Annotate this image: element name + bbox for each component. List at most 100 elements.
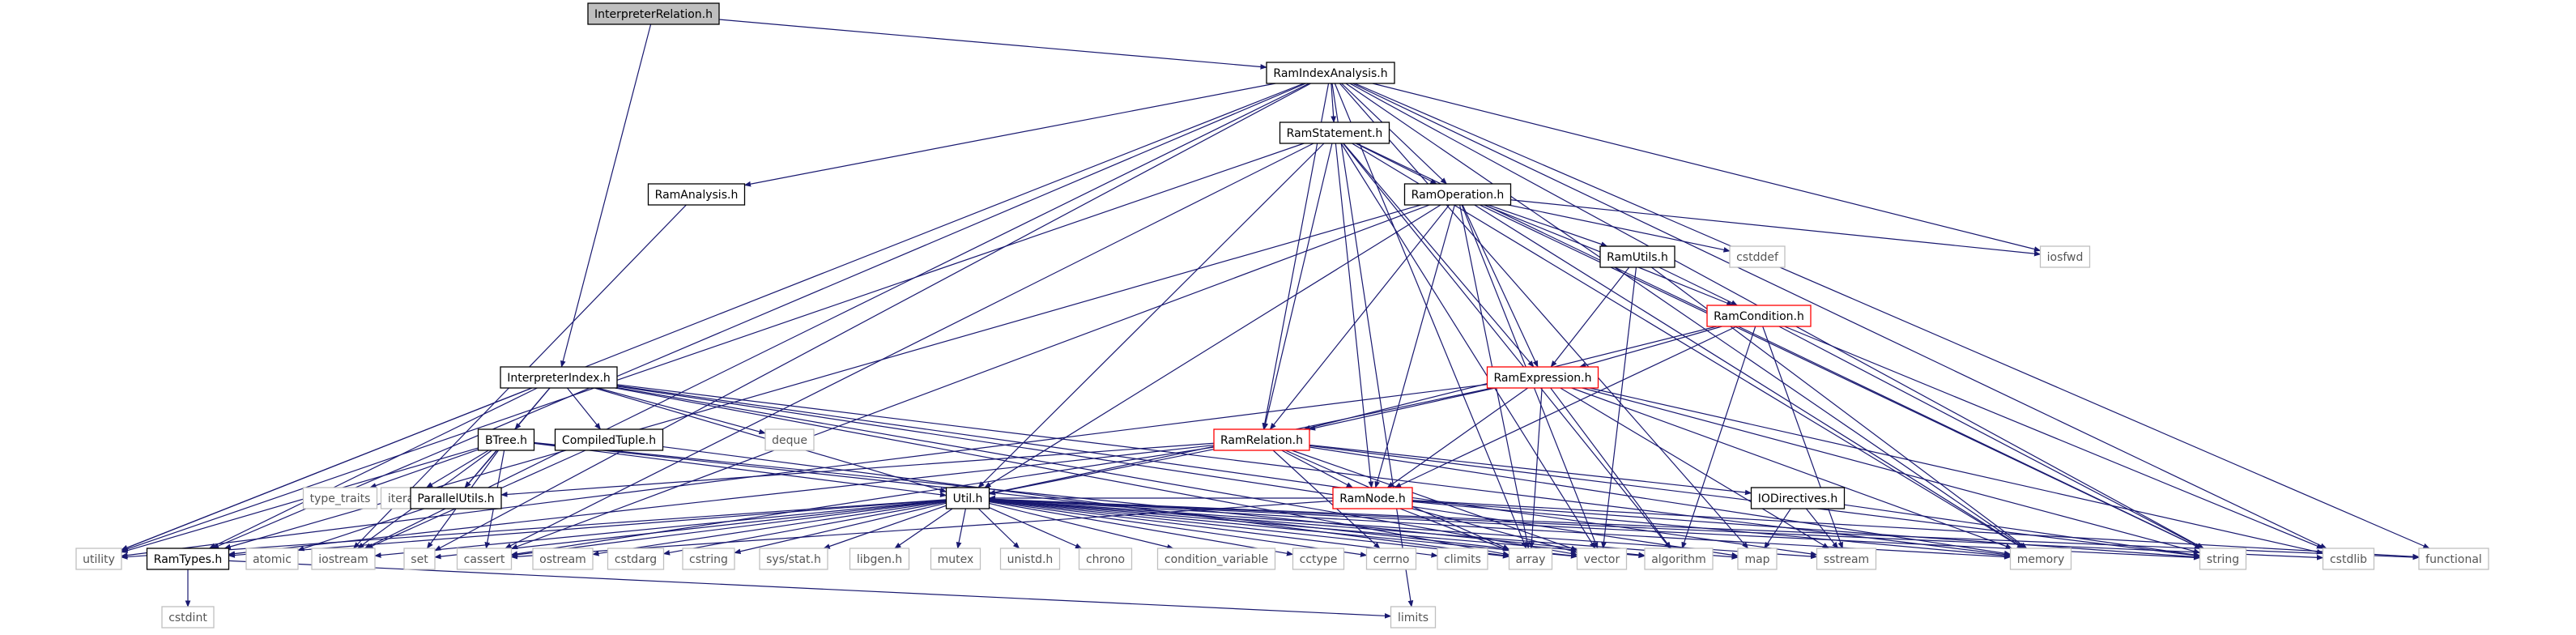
node-map: map (1737, 548, 1778, 570)
node-parallelutils-h[interactable]: ParallelUtils.h (410, 487, 502, 509)
edge-util-h-to-string (989, 498, 2201, 560)
edge-interpreterrelation-h-to-ramindexanalysis-h (718, 19, 1267, 70)
node-box (477, 428, 535, 451)
node-ramnode-h[interactable]: RamNode.h (1332, 487, 1413, 509)
node-ramutils-h[interactable]: RamUtils.h (1599, 245, 1675, 268)
node-box (587, 2, 720, 25)
node-btree-h[interactable]: BTree.h (477, 428, 535, 451)
node-label: InterpreterIndex.h (507, 372, 611, 385)
edge-ramstatement-h-to-algorithm (1343, 143, 1671, 549)
node-ostream: ostream (532, 548, 594, 570)
edge-ramindexanalysis-h-to-cstdlib (1352, 83, 2327, 549)
node-util-h[interactable]: Util.h (945, 487, 990, 509)
node-condition-variable: condition_variable (1156, 548, 1276, 570)
edge-interpreterindex-h-to-map (616, 386, 1739, 558)
node-label: IODirectives.h (1758, 492, 1837, 505)
node-label: string (2207, 553, 2239, 566)
node-label: libgen.h (857, 553, 902, 566)
node-label: ostream (539, 553, 586, 566)
node-label: ParallelUtils.h (417, 492, 494, 505)
edge-ramcondition-h-to-algorithm (1681, 326, 1756, 549)
node-ramoperation-h[interactable]: RamOperation.h (1403, 183, 1512, 206)
node-label: condition_variable (1165, 553, 1268, 566)
node-label: RamCondition.h (1714, 310, 1804, 323)
node-label: InterpreterRelation.h (594, 8, 713, 21)
node-ramtypes-h[interactable]: RamTypes.h (146, 548, 230, 570)
edge-ramindexanalysis-h-to-iosfwd (1372, 83, 2042, 252)
node-ramstatement-h[interactable]: RamStatement.h (1279, 121, 1390, 144)
edge-ramtypes-h-to-limits (228, 560, 1392, 619)
node-label: array (1516, 553, 1546, 566)
edge-ramutils-h-to-ramexpression-h (1550, 266, 1630, 368)
edge-util-h-to-cassert (510, 500, 947, 558)
edge-util-h-to-ramtypes-h (228, 499, 947, 558)
edge-util-h-to-sys-stat-h (823, 505, 947, 549)
node-interpreterrelation-h[interactable]: InterpreterRelation.h (587, 2, 720, 25)
node-cstdarg: cstdarg (607, 548, 665, 570)
node-iodirectives-h[interactable]: IODirectives.h (1750, 487, 1846, 509)
node-string: string (2199, 548, 2247, 570)
edge-ramcondition-h-to-sstream (1762, 326, 1843, 549)
edge-ramcondition-h-to-cstdlib (1784, 326, 2324, 549)
edge-ramoperation-h-to-util-h (984, 204, 1441, 488)
edge-btree-h-to-iterator (425, 450, 489, 488)
node-type-traits: type_traits (302, 487, 378, 509)
node-label: climits (1444, 553, 1481, 566)
edge-util-h-to-cerrno (989, 501, 1368, 557)
edge-ramindexanalysis-h-to-ramstatement-h (1331, 83, 1336, 123)
node-box (2418, 548, 2489, 570)
node-ramindexanalysis-h[interactable]: RamIndexAnalysis.h (1266, 62, 1395, 84)
node-label: cstring (689, 553, 728, 566)
node-ramexpression-h[interactable]: RamExpression.h (1486, 366, 1599, 389)
node-ramrelation-h[interactable]: RamRelation.h (1213, 428, 1310, 451)
node-cstdlib: cstdlib (2322, 548, 2375, 570)
edge-util-h-to-set (434, 500, 947, 560)
edge-ramnode-h-to-vector (1411, 508, 1578, 554)
edge-interpreterindex-h-to-array (615, 387, 1510, 556)
node-label: cstdint (168, 612, 207, 624)
node-box (2009, 548, 2072, 570)
node-deque: deque (764, 428, 815, 451)
node-box (1332, 487, 1413, 509)
node-label: limits (1398, 612, 1429, 624)
edge-ramindexanalysis-h-to-array (1334, 83, 1527, 549)
node-libgen-h: libgen.h (849, 548, 910, 570)
node-compiledtuple-h[interactable]: CompiledTuple.h (554, 428, 664, 451)
edge-util-h-to-ostream (592, 501, 947, 556)
node-unistd-h: unistd.h (999, 548, 1061, 570)
edge-ramoperation-h-to-ramrelation-h (1269, 204, 1450, 430)
node-label: RamOperation.h (1411, 189, 1505, 202)
node-label: CompiledTuple.h (562, 434, 656, 447)
edge-ramoperation-h-to-cstddef (1508, 204, 1731, 253)
node-box (1213, 428, 1310, 451)
node-box (1365, 548, 1417, 570)
edge-ramindexanalysis-h-to-map (1339, 83, 1749, 549)
edge-util-h-to-mutex (956, 508, 966, 549)
node-box (554, 428, 664, 451)
edge-ramrelation-h-to-ramnode-h (1281, 450, 1354, 488)
node-label: RamNode.h (1339, 492, 1406, 505)
edge-ramutils-h-to-ramcondition-h (1658, 266, 1739, 306)
node-utility: utility (75, 548, 122, 570)
edge-ramexpression-h-to-ramrelation-h (1308, 387, 1496, 431)
node-label: RamIndexAnalysis.h (1273, 67, 1387, 80)
node-box (682, 548, 735, 570)
edge-iodirectives-h-to-sstream (1805, 508, 1839, 549)
node-ramanalysis-h[interactable]: RamAnalysis.h (647, 183, 746, 206)
node-limits: limits (1390, 606, 1437, 629)
node-interpreterindex-h[interactable]: InterpreterIndex.h (500, 366, 618, 389)
node-box (403, 548, 436, 570)
node-box (1156, 548, 1276, 570)
edge-ramstatement-h-to-util-h (977, 143, 1325, 488)
node-box (1729, 245, 1786, 268)
node-box (849, 548, 910, 570)
edge-ramstatement-h-to-ramrelation-h (1262, 143, 1333, 430)
edge-ramnode-h-to-functional (1411, 500, 2420, 560)
edge-ramexpression-h-to-memory (1571, 387, 2013, 549)
node-ramcondition-h[interactable]: RamCondition.h (1706, 305, 1812, 327)
node-label: type_traits (310, 492, 371, 505)
edge-btree-h-to-vector (534, 442, 1578, 559)
node-box (647, 183, 746, 206)
node-iosfwd: iosfwd (2039, 245, 2091, 268)
